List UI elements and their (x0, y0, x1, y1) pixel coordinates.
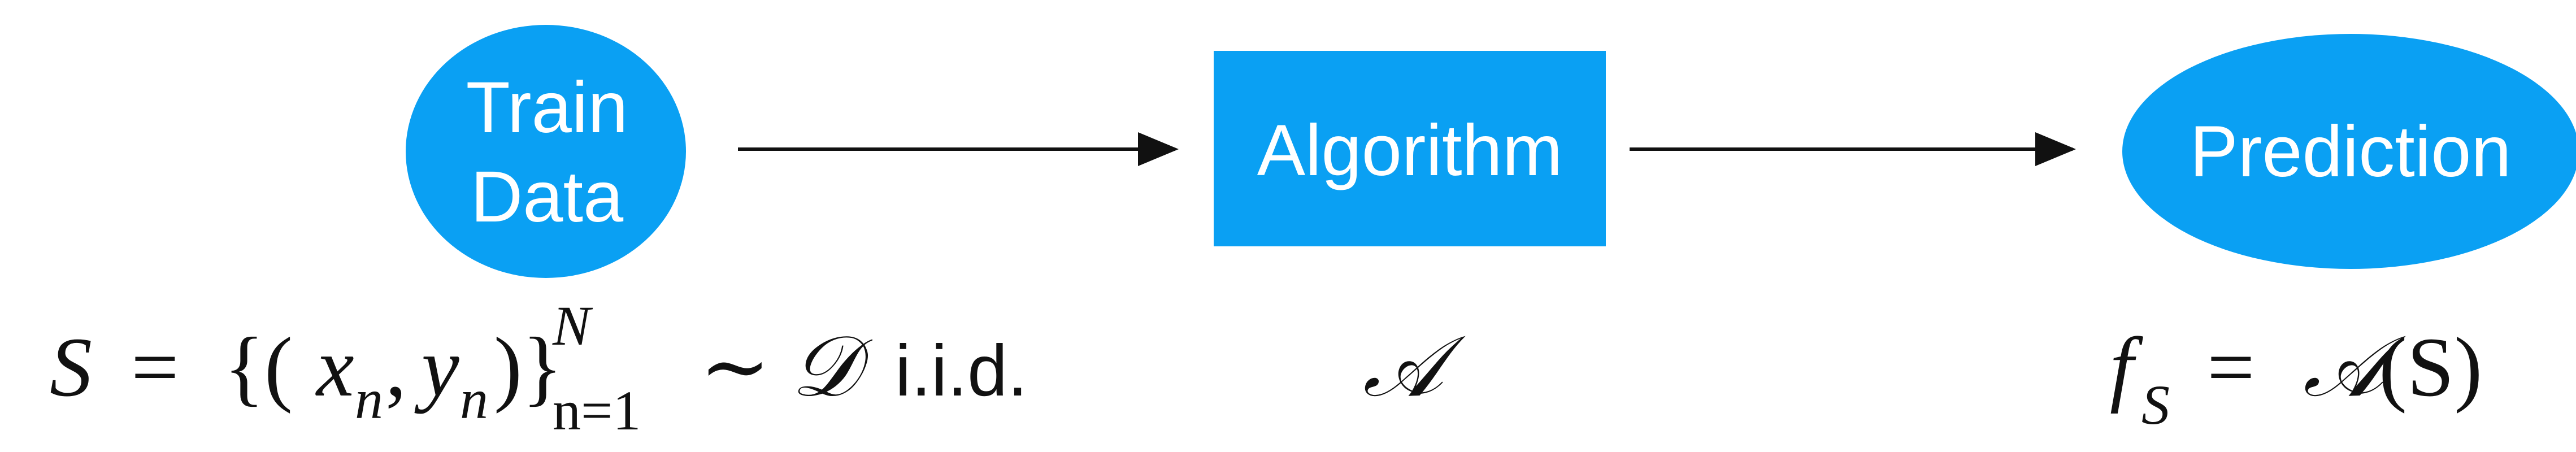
train-data-circle (406, 25, 686, 278)
formula-pred-arg: (S) (2379, 320, 2482, 414)
prediction-node: Prediction (2122, 34, 2576, 269)
formula-pred-eq: = (2207, 320, 2255, 414)
formula-sub-n1: n=1 (553, 379, 641, 442)
formula-iid: i.i.d. (895, 331, 1028, 411)
train-data-node: Train Data (406, 25, 686, 278)
formula-sup-N: N (552, 294, 593, 357)
prediction-formula: f S = 𝒜 (S) (2110, 318, 2482, 436)
prediction-ellipse (2122, 34, 2576, 269)
formula-S: S (50, 320, 92, 414)
prediction-label: Prediction (2190, 111, 2511, 192)
train-formula: S = {( x n , y n )} N n=1 ∼ 𝒟 i.i.d. (50, 294, 1028, 442)
formula-y: y (414, 320, 459, 414)
formula-comma: , (385, 320, 407, 414)
algorithm-label: Algorithm (1257, 110, 1563, 191)
formula-close: )} (494, 320, 563, 414)
formula-algorithm-A: 𝒜 (1363, 318, 1466, 416)
formula-f-sub-S: S (2141, 373, 2170, 436)
formula-y-sub-n: n (460, 368, 488, 431)
formula-f: f (2110, 320, 2143, 414)
formula-x-sub-n: n (355, 368, 383, 431)
formula-sim: ∼ (700, 320, 771, 414)
formula-eq: = (131, 320, 179, 414)
train-data-label-line1: Train (466, 67, 628, 148)
train-data-label-line2: Data (471, 157, 624, 237)
algorithm-node: Algorithm (1214, 51, 1606, 246)
algorithm-formula: 𝒜 (1363, 318, 1466, 416)
algorithm-rect (1214, 51, 1606, 246)
formula-open: {( (224, 320, 293, 414)
formula-x: x (315, 320, 354, 414)
formula-D: 𝒟 (791, 318, 873, 416)
